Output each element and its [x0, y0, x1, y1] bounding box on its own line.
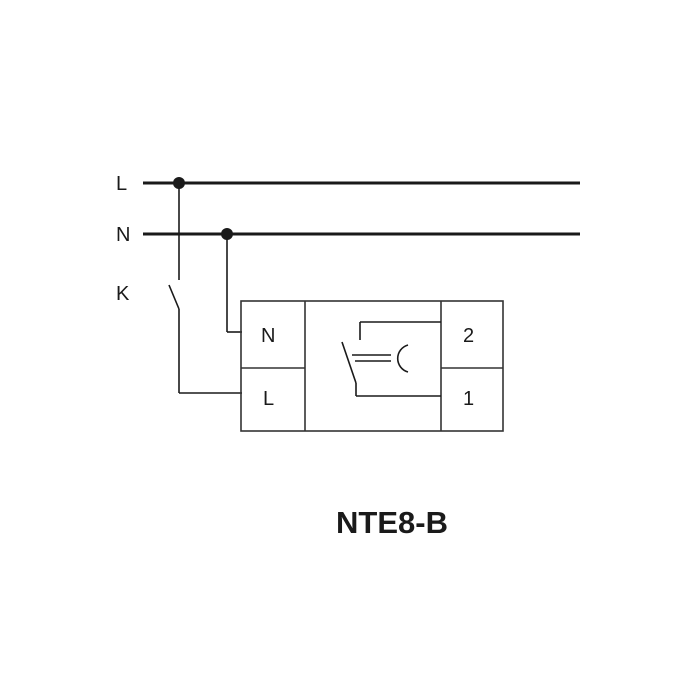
- neutral-wire: [226, 234, 242, 333]
- terminal-2: 2: [463, 325, 474, 347]
- model-title: NTE8-B: [336, 505, 448, 540]
- switch-k-wire: [168, 183, 242, 394]
- switch-label-k: K: [116, 283, 130, 305]
- device-housing: [240, 300, 504, 432]
- terminal-l: L: [263, 388, 274, 410]
- terminal-n: N: [261, 325, 275, 347]
- terminal-1: 1: [463, 388, 474, 410]
- line-label-l: L: [116, 173, 127, 195]
- line-label-n: N: [116, 224, 130, 246]
- relay-contact-symbol: [341, 321, 441, 397]
